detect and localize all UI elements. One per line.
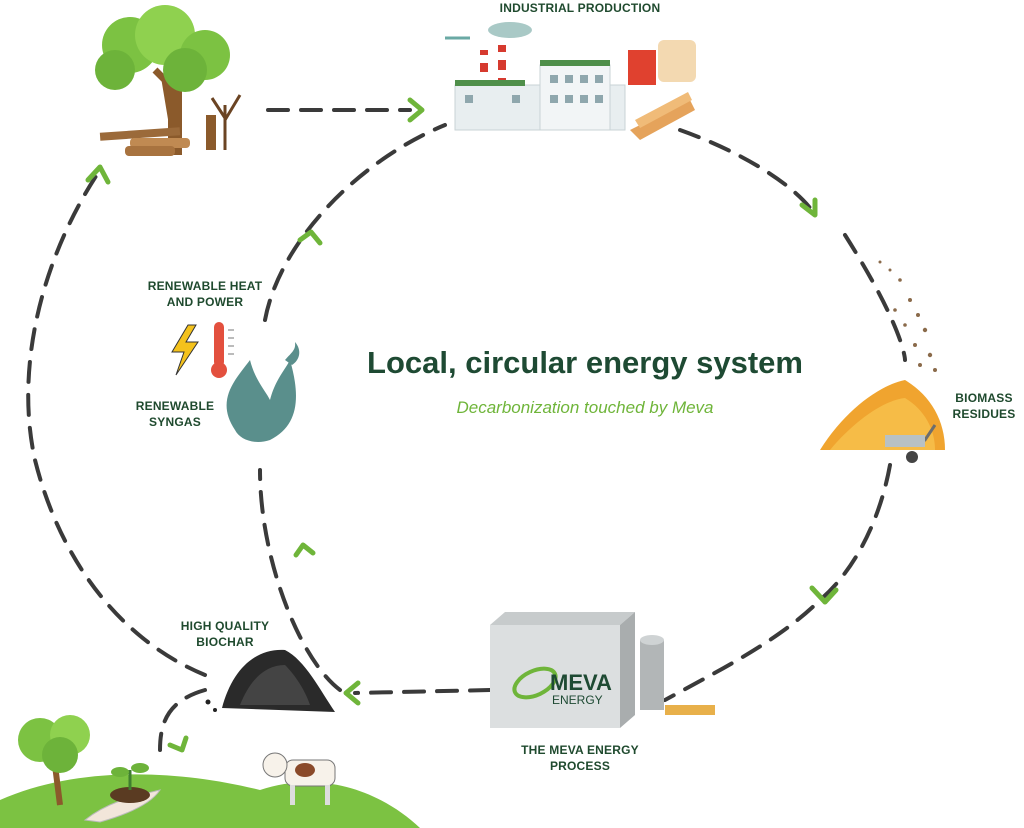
- arrow-head-1: [407, 97, 425, 123]
- label-renewable-syngas: RENEWABLE SYNGAS: [120, 398, 230, 430]
- label-heat-line2: AND POWER: [166, 295, 244, 309]
- flame-icon: [226, 342, 300, 442]
- arrow-head-3: [809, 585, 839, 605]
- label-biomass-residues: BIOMASS RESIDUES: [945, 390, 1023, 422]
- arrow-head-6: [297, 229, 323, 246]
- logo-line2: ENERGY: [552, 693, 603, 707]
- biomass-pile-icon: [820, 260, 945, 463]
- seedling-icon: [83, 763, 162, 823]
- flow-outer-left: [26, 168, 207, 677]
- arrow-heads: [85, 97, 839, 753]
- logo-line1: MEVA: [550, 670, 612, 695]
- label-biomass-line1: BIOMASS: [955, 391, 1013, 405]
- label-process-line2: PROCESS: [549, 759, 611, 773]
- flow-biochar-to-soil: [158, 688, 207, 752]
- landscape-icon: [0, 715, 420, 828]
- label-heat-line1: RENEWABLE HEAT: [147, 279, 263, 293]
- flow-heat-to-industry: [263, 123, 447, 322]
- meva-unit-icon: [490, 612, 715, 728]
- diagram-subtitle: Decarbonization touched by Meva: [456, 398, 714, 417]
- flow-paths: [26, 108, 907, 752]
- arrow-head-5: [293, 542, 316, 558]
- arrow-head-8: [167, 735, 189, 753]
- forest-icon: [95, 5, 242, 156]
- arrow-head-7: [85, 164, 111, 185]
- label-biochar-line1: HIGH QUALITY: [180, 619, 270, 633]
- label-biomass-line2: RESIDUES: [952, 407, 1016, 421]
- flow-biomass-to-meva: [663, 463, 892, 702]
- lightning-icon: [171, 324, 199, 376]
- label-renewable-heat-power: RENEWABLE HEAT AND POWER: [140, 278, 270, 310]
- flow-industry-to-biomass: [678, 128, 817, 217]
- arrow-head-4: [343, 680, 361, 706]
- thermometer-icon: [211, 322, 234, 378]
- factory-icon: [445, 22, 696, 140]
- label-process-line1: THE MEVA ENERGY: [521, 743, 639, 757]
- flow-biomass-arc: [843, 233, 907, 362]
- diagram-title: Local, circular energy system: [367, 345, 803, 380]
- cow-icon: [262, 752, 336, 805]
- label-syngas-line2: SYNGAS: [149, 415, 201, 429]
- label-high-quality-biochar: HIGH QUALITY BIOCHAR: [165, 618, 285, 650]
- label-biochar-line2: BIOCHAR: [196, 635, 254, 649]
- label-syngas-line1: RENEWABLE: [135, 399, 215, 413]
- biochar-icon: [205, 649, 335, 712]
- arrow-head-2: [799, 197, 818, 218]
- flow-meva-to-biochar: [353, 688, 492, 695]
- label-industrial-production: INDUSTRIAL PRODUCTION: [499, 1, 661, 15]
- label-meva-energy-process: THE MEVA ENERGY PROCESS: [500, 742, 660, 774]
- flow-inner-to-syngas: [258, 468, 342, 692]
